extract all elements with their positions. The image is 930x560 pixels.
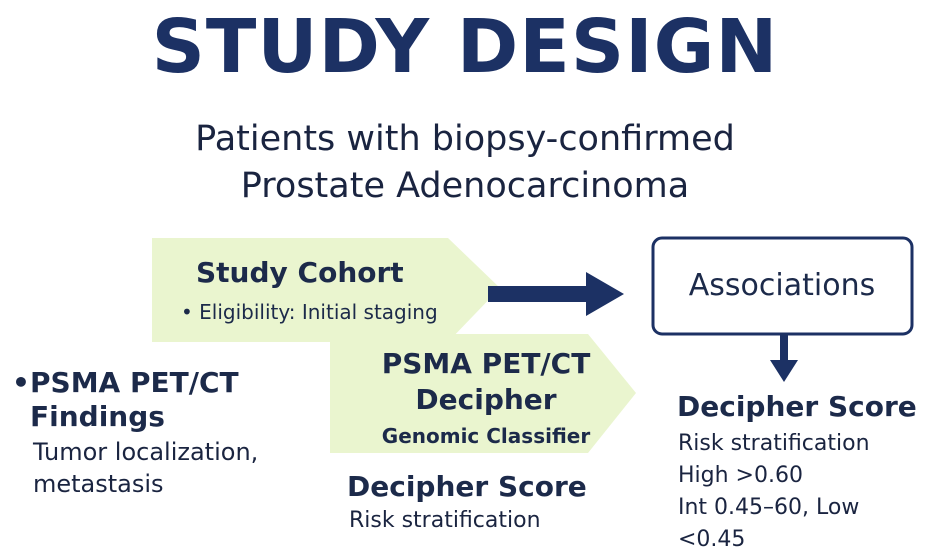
subtitle-line-2: Prostate Adenocarcinoma: [240, 166, 690, 206]
mid-risk-stratification: Risk stratification: [349, 508, 541, 533]
arrow-down-shaft: [780, 334, 788, 364]
right-body-4: <0.45: [678, 527, 746, 552]
arrow-to-associations-shaft: [488, 286, 588, 302]
subtitle: Patients with biopsy-confirmed Prostate …: [0, 116, 930, 210]
petct-genomic-classifier: Genomic Classifier: [381, 424, 591, 448]
mid-decipher-score-title: Decipher Score: [347, 470, 587, 503]
left-findings-bullet: •: [12, 366, 30, 399]
right-decipher-score-title: Decipher Score: [677, 390, 917, 423]
petct-line-2: Decipher: [415, 383, 557, 416]
left-findings-line-1: PSMA PET/CT: [30, 366, 239, 399]
petct-line-1: PSMA PET/CT: [381, 347, 591, 380]
arrow-down-head: [770, 360, 798, 382]
left-findings-line-2: Findings: [30, 400, 165, 433]
right-body-1: Risk stratification: [678, 431, 870, 456]
petct-shape: [330, 334, 636, 453]
study-cohort-title: Study Cohort: [196, 256, 404, 289]
subtitle-line-1: Patients with biopsy-confirmed: [195, 119, 735, 159]
left-findings-body: Tumor localization, metastasis: [33, 436, 258, 500]
page-title: STUDY DESIGN: [151, 4, 779, 90]
right-body-2: High >0.60: [678, 463, 803, 488]
right-body-3: Int 0.45–60, Low: [678, 495, 860, 520]
arrow-to-associations-head: [586, 272, 624, 316]
left-findings-body-1: Tumor localization,: [33, 438, 259, 466]
study-cohort-eligibility: • Eligibility: Initial staging: [181, 300, 438, 324]
right-decipher-score-body: Risk stratification High >0.60 Int 0.45–…: [678, 428, 923, 556]
left-findings-heading: •PSMA PET/CT Findings: [12, 366, 239, 434]
study-cohort-shape: [152, 238, 500, 342]
left-findings-body-2: metastasis: [33, 470, 164, 498]
associations-label: Associations: [688, 268, 876, 303]
petct-box-title: PSMA PET/CT Decipher: [336, 346, 636, 418]
